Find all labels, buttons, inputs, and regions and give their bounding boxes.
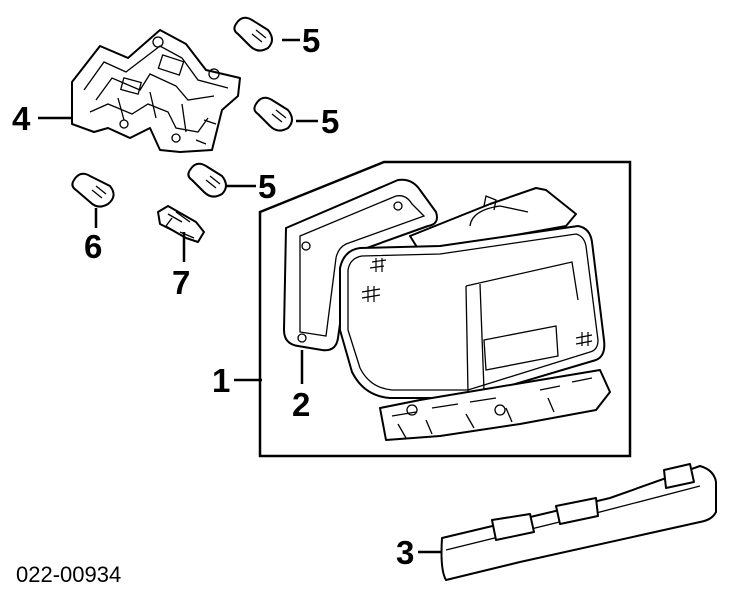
bulb-5-top — [233, 16, 273, 52]
callout-4: 4 — [12, 100, 31, 137]
bulb-5-middle — [253, 96, 293, 132]
callout-5-lower: 5 — [258, 168, 276, 205]
diagram-code: 022-00934 — [16, 562, 121, 587]
callout-1: 1 — [212, 362, 230, 399]
callout-5-top: 5 — [302, 22, 320, 59]
bulb-socket-board — [71, 29, 241, 153]
trim-strip — [440, 463, 717, 581]
callout-3: 3 — [396, 534, 414, 571]
assembly-box — [258, 160, 632, 458]
gasket — [283, 178, 438, 352]
bulb-5-lower — [187, 162, 227, 198]
callout-6: 6 — [84, 228, 102, 265]
callout-2: 2 — [292, 386, 310, 423]
callout-7: 7 — [172, 264, 190, 301]
tail-lamp — [339, 187, 611, 441]
callout-5-middle: 5 — [321, 103, 339, 140]
bulb-7 — [157, 205, 205, 243]
bulb-6 — [71, 172, 115, 208]
